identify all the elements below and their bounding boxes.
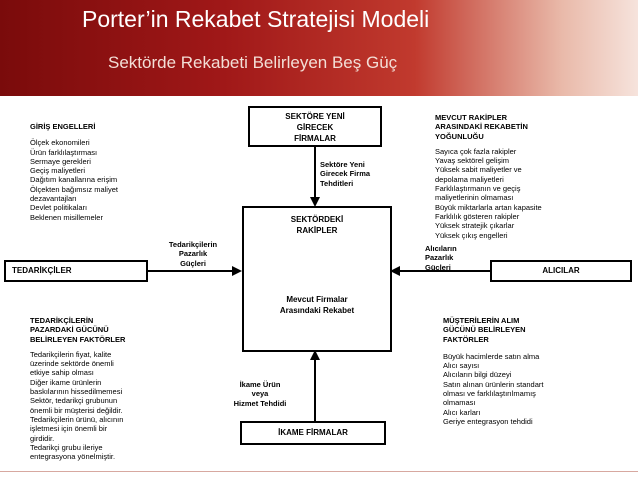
- page-title: Porter’in Rekabet Stratejisi Modeli: [82, 6, 430, 32]
- label-entrant-threat: Sektöre Yeni Girecek Firma Tehditleri: [320, 160, 410, 188]
- list-item: Satın alınan ürünlerin standart: [443, 379, 544, 389]
- box-rivals-sub1: Mevcut Firmalar: [286, 295, 348, 304]
- list-item: Dağıtım kanallarına erişim: [30, 175, 118, 185]
- list-item: Yüksek çıkış engelleri: [435, 230, 508, 240]
- panel-supplier-factors: TEDARİKÇİLERİN PAZARDAKİ GÜCÜNÜ BELİRLEY…: [30, 316, 200, 461]
- list-item: dezavantajları: [30, 194, 77, 204]
- panel-buyer-factors: MÜŞTERİLERİN ALIM GÜCÜNÜ BELİRLEYEN FAKT…: [443, 316, 618, 426]
- list-item: olmaması: [443, 398, 476, 408]
- list-item: önemli bir müşterisi değildir.: [30, 405, 123, 415]
- panel-supplier-heading-1: TEDARİKÇİLERİN: [30, 316, 94, 325]
- list-item: Tedarikçi grubu ileriye: [30, 442, 103, 452]
- list-item: Geriye entegrasyon tehdidi: [443, 416, 533, 426]
- panel-supplier-heading-3: BELİRLEYEN FAKTÖRLER: [30, 334, 126, 344]
- box-buyers-label: ALICILAR: [542, 266, 580, 275]
- box-rivals-sub2: Arasındaki Rekabet: [279, 306, 355, 315]
- list-item: işletmesi için önemli bir: [30, 424, 108, 434]
- list-item: maliyetlerinin olmaması: [435, 193, 514, 203]
- box-new-entrants-line2: GİRECEK: [296, 123, 334, 132]
- box-rivals-title2: RAKİPLER: [296, 226, 338, 235]
- label-buyer-power-1: Alıcıların: [425, 244, 457, 253]
- label-substitute-threat-3: Hizmet Tehdidi: [233, 398, 287, 408]
- list-item: Sayıca çok fazla rakipler: [435, 146, 517, 156]
- label-buyer-power-3: Güçleri: [425, 262, 451, 272]
- list-item: depolama maliyetleri: [435, 174, 504, 184]
- footer-divider: [0, 471, 638, 472]
- label-supplier-power: Tedarikçilerin Pazarlık Güçleri: [148, 240, 238, 268]
- label-substitute-threat: İkame Ürün veya Hizmet Tehdidi: [210, 380, 310, 408]
- label-entrant-threat-1: Sektöre Yeni: [320, 160, 365, 169]
- list-item: Sektör, tedarikçi grubunun: [30, 396, 118, 406]
- box-substitutes: İKAME FİRMALAR: [240, 421, 386, 445]
- list-item: Geçiş maliyetleri: [30, 166, 86, 176]
- list-item: Sermaye gerekleri: [30, 156, 91, 166]
- panel-rivalry-heading-3: YOĞUNLUĞU: [435, 131, 484, 141]
- label-buyer-power-2: Pazarlık: [425, 253, 454, 263]
- panel-buyer-heading-3: FAKTÖRLER: [443, 334, 489, 344]
- label-entrant-threat-3: Tehditleri: [320, 178, 354, 188]
- list-item: baskılarının hissedilmemesi: [30, 387, 123, 397]
- list-item: girdidir.: [30, 433, 55, 443]
- box-new-entrants-line1: SEKTÖRE YENİ: [285, 112, 345, 121]
- panel-rivalry-heading-1: MEVCUT RAKİPLER: [435, 113, 508, 122]
- list-item: Büyük miktarlarla artan kapasite: [435, 202, 542, 212]
- box-suppliers-label: TEDARİKÇİLER: [12, 266, 72, 275]
- panel-rivalry: MEVCUT RAKİPLER ARASINDAKİ REKABETİN YOĞ…: [435, 113, 635, 240]
- list-item: olması ve farklılaştırılmamış: [443, 389, 536, 399]
- list-item: Büyük hacimlerde satın alma: [443, 351, 540, 361]
- list-item: Yüksek stratejik çıkarlar: [435, 221, 515, 231]
- panel-supplier-heading-2: PAZARDAKİ GÜCÜNÜ: [30, 325, 109, 335]
- list-item: Beklenen misillemeler: [30, 212, 103, 222]
- box-rivals-title1: SEKTÖRDEKİ: [290, 215, 344, 224]
- box-suppliers: TEDARİKÇİLER: [4, 260, 148, 282]
- list-item: etkiye sahip olması: [30, 368, 94, 378]
- box-rivals: SEKTÖRDEKİ RAKİPLER Mevcut Firmalar Aras…: [242, 206, 392, 352]
- box-buyers: ALICILAR: [490, 260, 632, 282]
- panel-buyer-heading-1: MÜŞTERİLERİN ALIM: [443, 316, 520, 325]
- panel-entry-heading: GİRİŞ ENGELLERİ: [30, 122, 96, 131]
- label-supplier-power-2: Pazarlık: [178, 249, 208, 259]
- label-supplier-power-3: Güçleri: [180, 258, 206, 268]
- list-item: Alıcı sayısı: [443, 361, 480, 371]
- header-banner: Porter’in Rekabet Stratejisi Modeli Sekt…: [0, 0, 638, 96]
- list-item: Devlet politikaları: [30, 203, 88, 213]
- label-substitute-threat-1: İkame Ürün: [239, 380, 281, 389]
- list-item: Tedarikçilerin ürünü, alıcının: [30, 414, 124, 424]
- panel-rivalry-heading-2: ARASINDAKİ REKABETİN: [435, 122, 528, 132]
- list-item: üzerinde sektörde önemli: [30, 359, 114, 369]
- list-item: Yavaş sektörel gelişim: [435, 156, 510, 166]
- list-item: Ürün farklılaştırması: [30, 147, 98, 157]
- box-new-entrants: SEKTÖRE YENİ GİRECEK FİRMALAR: [248, 106, 382, 147]
- label-supplier-power-1: Tedarikçilerin: [168, 240, 218, 249]
- list-item: entegrasyona yönelmiştir.: [30, 452, 116, 462]
- list-item: Diğer ikame ürünlerin: [30, 377, 102, 387]
- box-new-entrants-line3: FİRMALAR: [294, 134, 336, 143]
- list-item: Alıcı karları: [443, 407, 481, 417]
- list-item: Alıcıların bilgi düzeyi: [443, 370, 512, 380]
- list-item: Yüksek sabit maliyetler ve: [435, 165, 522, 175]
- list-item: Farklılaştırmanın ve geçiş: [435, 184, 521, 194]
- list-item: Farklılık gösteren rakipler: [435, 211, 520, 221]
- list-item: Tedarikçilerin fiyat, kalite: [30, 349, 112, 359]
- box-substitutes-label: İKAME FİRMALAR: [278, 428, 348, 437]
- label-entrant-threat-2: Girecek Firma: [320, 169, 371, 179]
- page-subtitle: Sektörde Rekabeti Belirleyen Beş Güç: [108, 53, 398, 72]
- label-buyer-power: Alıcıların Pazarlık Güçleri: [425, 244, 495, 272]
- label-substitute-threat-2: veya: [251, 389, 269, 399]
- list-item: Ölçek ekonomileri: [30, 138, 90, 148]
- panel-buyer-heading-2: GÜCÜNÜ BELİRLEYEN: [443, 325, 526, 335]
- list-item: Ölçekten bağımsız maliyet: [30, 184, 118, 194]
